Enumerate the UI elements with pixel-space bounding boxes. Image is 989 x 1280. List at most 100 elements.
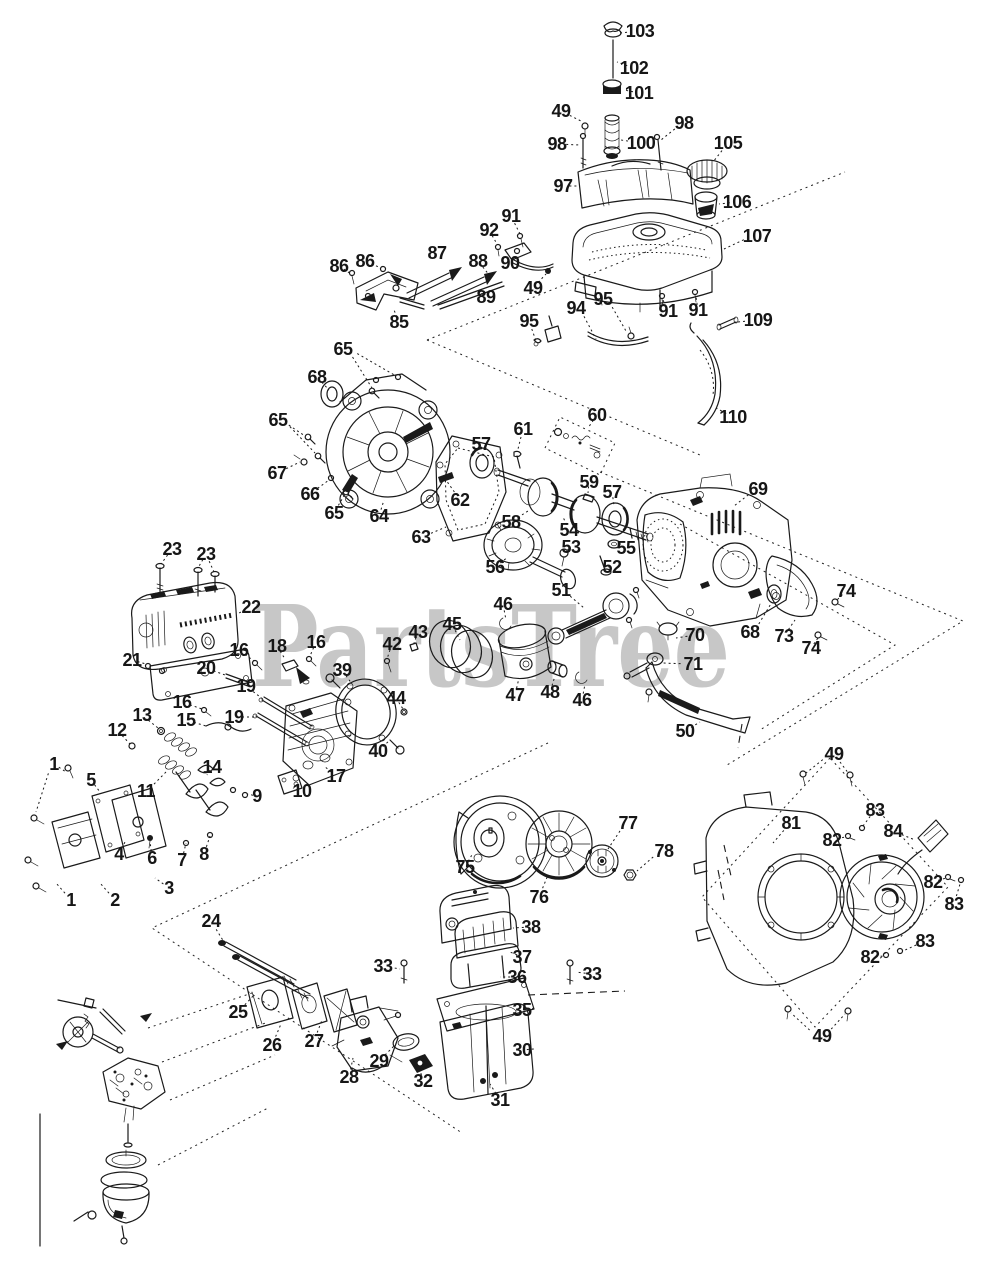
leader-line-107 (723, 239, 745, 250)
part-label-73: 73 (774, 626, 794, 646)
leader-line-65 (337, 493, 346, 506)
part-label-11: 11 (137, 781, 156, 801)
leader-line-74 (813, 637, 819, 645)
part-label-98: 98 (674, 113, 694, 133)
leader-line-1 (58, 766, 67, 773)
part-label-10: 10 (292, 781, 312, 801)
part-label-65: 65 (333, 339, 353, 359)
part-label-7: 7 (177, 850, 187, 870)
part-label-40: 40 (368, 741, 388, 761)
part-label-57: 57 (602, 482, 622, 502)
leader-line-67 (285, 461, 301, 470)
part-label-69: 69 (748, 479, 768, 499)
leader-line-49 (830, 1013, 846, 1030)
part-label-1: 1 (49, 754, 59, 774)
part-label-51: 51 (551, 580, 571, 600)
leader-line-101 (623, 89, 634, 93)
part-label-84: 84 (883, 821, 903, 841)
part-label-23: 23 (196, 544, 216, 564)
leader-line-11 (153, 771, 167, 785)
leader-line-73 (787, 619, 796, 630)
leader-line-18 (279, 650, 286, 660)
leader-line-26 (275, 1023, 282, 1037)
part-label-66: 66 (300, 484, 320, 504)
leader-line-30 (526, 1048, 535, 1051)
part-label-95: 95 (519, 311, 539, 331)
part-label-102: 102 (620, 58, 649, 78)
crankshaft-group (469, 427, 654, 590)
part-label-49: 49 (824, 744, 844, 764)
leader-line-58 (517, 510, 529, 519)
part-label-48: 48 (540, 682, 560, 702)
leader-line-29 (384, 1045, 395, 1056)
leader-line-4 (121, 839, 127, 849)
leader-line-6 (149, 840, 152, 852)
leader-line-98 (566, 143, 581, 146)
leader-line-35 (527, 1007, 536, 1010)
leader-line-110 (715, 407, 727, 414)
leader-line-44 (398, 702, 404, 710)
leader-line-14 (206, 769, 211, 776)
part-label-97: 97 (553, 176, 573, 196)
part-label-59: 59 (579, 472, 599, 492)
part-label-30: 30 (512, 1040, 532, 1060)
leader-line-45 (454, 630, 461, 641)
leader-line-27 (316, 1019, 323, 1033)
part-label-39: 39 (332, 660, 352, 680)
leader-line-17 (323, 765, 332, 773)
part-label-42: 42 (382, 634, 402, 654)
leader-line-90 (511, 256, 515, 261)
leader-line-71 (661, 662, 681, 665)
crankcase-cover-group (293, 373, 507, 542)
leader-line-48 (551, 675, 556, 686)
part-label-3: 3 (164, 878, 174, 898)
leader-line-65 (352, 356, 373, 389)
leader-line-54 (562, 516, 568, 526)
leader-line-38 (512, 926, 524, 929)
part-label-86: 86 (355, 251, 375, 271)
leader-line-3 (154, 877, 164, 885)
part-label-54: 54 (559, 520, 579, 540)
part-label-14: 14 (202, 757, 222, 777)
part-label-18: 18 (267, 636, 287, 656)
part-label-9: 9 (252, 786, 262, 806)
part-label-88: 88 (468, 251, 488, 271)
part-label-47: 47 (505, 685, 525, 705)
leader-line-70 (675, 635, 688, 639)
part-label-25: 25 (228, 1002, 248, 1022)
part-label-74: 74 (801, 638, 821, 658)
leader-line-91 (662, 299, 667, 307)
leader-line-16 (189, 704, 203, 710)
part-label-77: 77 (618, 813, 638, 833)
leader-line-10 (292, 787, 299, 791)
leader-line-15 (193, 721, 207, 727)
leader-line-68 (321, 381, 330, 391)
part-label-65: 65 (268, 410, 288, 430)
part-label-94: 94 (566, 298, 586, 318)
leader-line-103 (619, 31, 633, 34)
leader-line-40 (382, 739, 391, 747)
part-label-82: 82 (822, 830, 842, 850)
part-label-101: 101 (625, 83, 654, 103)
part-label-33: 33 (373, 956, 393, 976)
part-label-82: 82 (860, 947, 880, 967)
part-label-4: 4 (114, 844, 124, 864)
part-label-87: 87 (427, 243, 447, 263)
leader-line-50 (690, 721, 701, 728)
leader-line-51 (569, 595, 585, 609)
leader-line-95 (611, 306, 627, 332)
carburetor-detail-inset (39, 997, 166, 1247)
part-label-90: 90 (500, 253, 520, 273)
leader-line-43 (412, 637, 417, 647)
part-label-27: 27 (304, 1031, 324, 1051)
part-label-89: 89 (476, 287, 496, 307)
leader-line-39 (345, 675, 353, 685)
carburetor-group (218, 884, 574, 1100)
leader-line-28 (350, 1057, 354, 1070)
part-label-62: 62 (450, 490, 470, 510)
part-label-91: 91 (501, 206, 521, 226)
leader-line-75 (467, 852, 474, 862)
leader-line-65 (288, 424, 306, 437)
leader-line-78 (636, 856, 654, 872)
leader-line-49 (805, 759, 824, 774)
